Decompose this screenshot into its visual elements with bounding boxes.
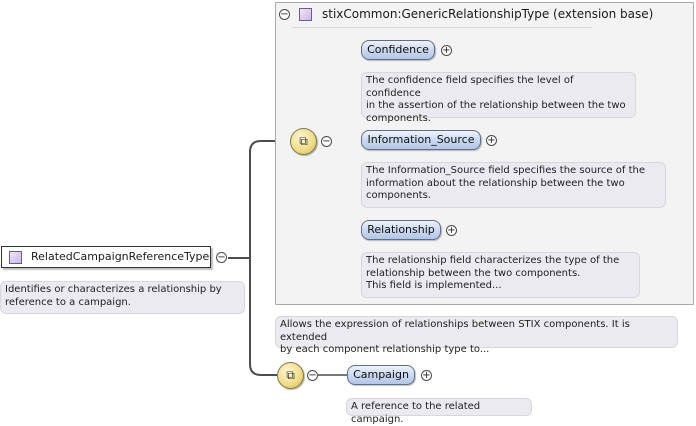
element-relationship[interactable]: Relationship: [361, 220, 441, 240]
root-doc: Identifies or characterizes a relationsh…: [0, 281, 245, 314]
element-campaign[interactable]: Campaign: [347, 365, 415, 385]
information-source-doc: The Information_Source field specifies t…: [361, 162, 666, 208]
collapse-root-icon[interactable]: −: [216, 252, 227, 263]
root-type-label: RelatedCampaignReferenceType: [31, 250, 210, 263]
element-information-source[interactable]: Information_Source: [361, 130, 481, 150]
sequence-compositor[interactable]: ⧉: [290, 128, 317, 155]
collapse-extension-icon[interactable]: −: [279, 9, 290, 20]
expand-information-source-icon[interactable]: +: [486, 135, 497, 146]
sequence-icon: ⧉: [286, 368, 295, 382]
complex-type-icon: [9, 251, 22, 264]
expand-campaign-icon[interactable]: +: [421, 370, 432, 381]
extension-divider: [292, 27, 592, 28]
sequence-icon: ⧉: [299, 134, 308, 148]
complex-type-icon: [299, 8, 312, 21]
lower-branch: [249, 258, 277, 376]
element-confidence[interactable]: Confidence: [361, 40, 435, 60]
collapse-sequence-icon[interactable]: −: [307, 370, 318, 381]
extension-doc: Allows the expression of relationships b…: [275, 316, 678, 355]
sequence-compositor[interactable]: ⧉: [277, 362, 304, 389]
confidence-doc: The confidence field specifies the level…: [361, 72, 636, 124]
root-type-box[interactable]: [1, 246, 211, 268]
collapse-sequence-icon[interactable]: −: [321, 136, 332, 147]
relationship-doc: The relationship field characterizes the…: [361, 252, 640, 298]
extension-title: stixCommon:GenericRelationshipType (exte…: [322, 7, 654, 21]
expand-confidence-icon[interactable]: +: [441, 45, 452, 56]
expand-relationship-icon[interactable]: +: [446, 225, 457, 236]
campaign-doc: A reference to the related campaign.: [346, 398, 532, 425]
